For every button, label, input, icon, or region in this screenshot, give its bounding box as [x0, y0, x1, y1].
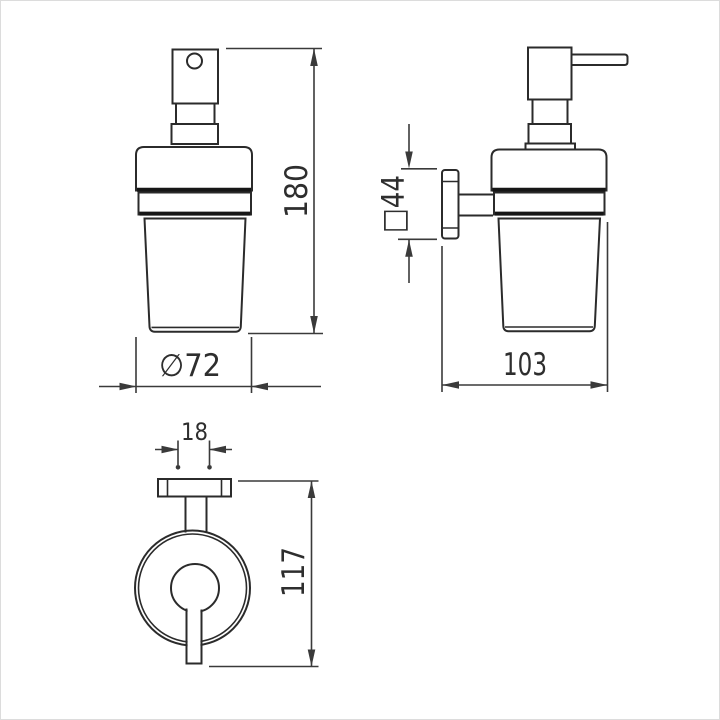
dim-label-180: 180 — [279, 164, 315, 218]
wall-plate-top-view — [157, 478, 232, 498]
bottom-view — [134, 478, 251, 665]
pump-nozzle-hole-icon — [186, 52, 203, 70]
arrowhead — [119, 382, 137, 391]
pump-collar — [170, 123, 219, 145]
dim-diameter-72: ∅72 — [99, 337, 321, 393]
dim-label-18: 18 — [181, 418, 208, 446]
pump-neck — [175, 102, 216, 125]
arrowhead — [310, 48, 318, 66]
pump-head-side — [527, 46, 573, 101]
dim-label-103: 103 — [503, 347, 547, 383]
arrowhead — [161, 445, 179, 454]
holder-ring-side — [493, 191, 606, 216]
arrowhead — [405, 151, 413, 169]
dim-depth-103: 103 — [441, 222, 609, 392]
dim-square-44: □44 — [376, 124, 437, 283]
extension-dot — [207, 465, 212, 470]
arrowhead — [209, 445, 226, 454]
arrowhead — [307, 649, 316, 667]
dim-height-117: 117 — [209, 480, 319, 668]
bottle-cap — [135, 146, 253, 192]
arrowhead — [405, 239, 413, 257]
holder-ring — [137, 191, 252, 216]
bottle-cap-side — [490, 148, 608, 192]
arrowhead — [251, 382, 268, 391]
glass-cup-side — [497, 217, 602, 333]
dim-label-117: 117 — [276, 547, 312, 597]
arrowhead — [590, 381, 608, 389]
arrowhead — [310, 316, 318, 334]
pump-head — [171, 48, 219, 105]
pump-neck-side — [531, 98, 569, 125]
extension-dot — [175, 465, 181, 470]
dim-label-diameter-72: ∅72 — [159, 348, 221, 384]
side-view — [441, 46, 629, 333]
arrowhead — [442, 381, 459, 389]
dim-height-180: 180 — [226, 47, 323, 335]
pump-circle — [170, 563, 220, 613]
dim-width-18: 18 — [155, 418, 232, 470]
pump-collar-side — [527, 123, 572, 145]
dim-label-square-44: □44 — [376, 175, 412, 233]
front-view — [135, 48, 253, 333]
spout-mask — [187, 607, 201, 663]
glass-cup — [143, 217, 247, 333]
pump-spout — [570, 53, 629, 66]
wall-plate — [441, 169, 460, 240]
arrowhead — [307, 481, 316, 498]
